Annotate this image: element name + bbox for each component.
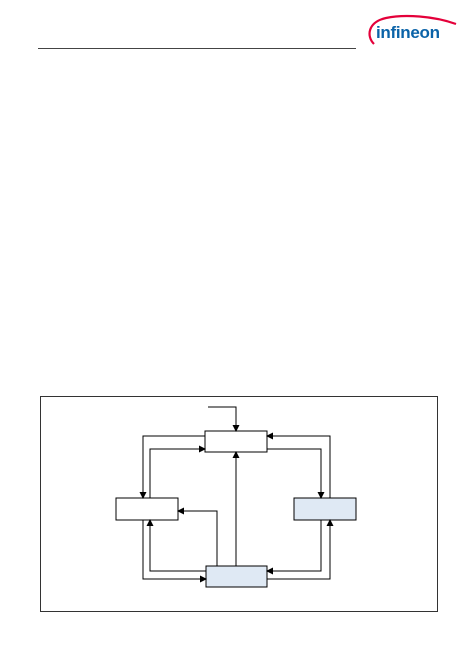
infineon-logo: infineon (364, 14, 460, 52)
state-diagram (115, 406, 357, 588)
header-rule (38, 48, 356, 49)
logo-swoosh-icon (368, 14, 457, 45)
state-box-top (204, 430, 268, 453)
state-box-bottom (205, 565, 268, 588)
arrow-bottom-to-right (267, 519, 334, 580)
arrow-top-to-right (267, 448, 325, 499)
arrow-bottom-to-left-inner (146, 519, 206, 572)
state-box-right (293, 497, 357, 521)
entry-arrow (208, 406, 240, 432)
arrow-top-to-left (139, 435, 205, 499)
arrow-left-to-bottom (142, 520, 207, 583)
arrow-bottom-to-left (177, 507, 218, 566)
arrow-right-to-top (266, 432, 331, 498)
logo-text: infineon (376, 23, 440, 42)
arrow-right-to-bottom (266, 520, 322, 575)
arrow-left-to-top (149, 445, 206, 498)
figure-frame (40, 396, 438, 612)
state-box-left (115, 497, 179, 521)
